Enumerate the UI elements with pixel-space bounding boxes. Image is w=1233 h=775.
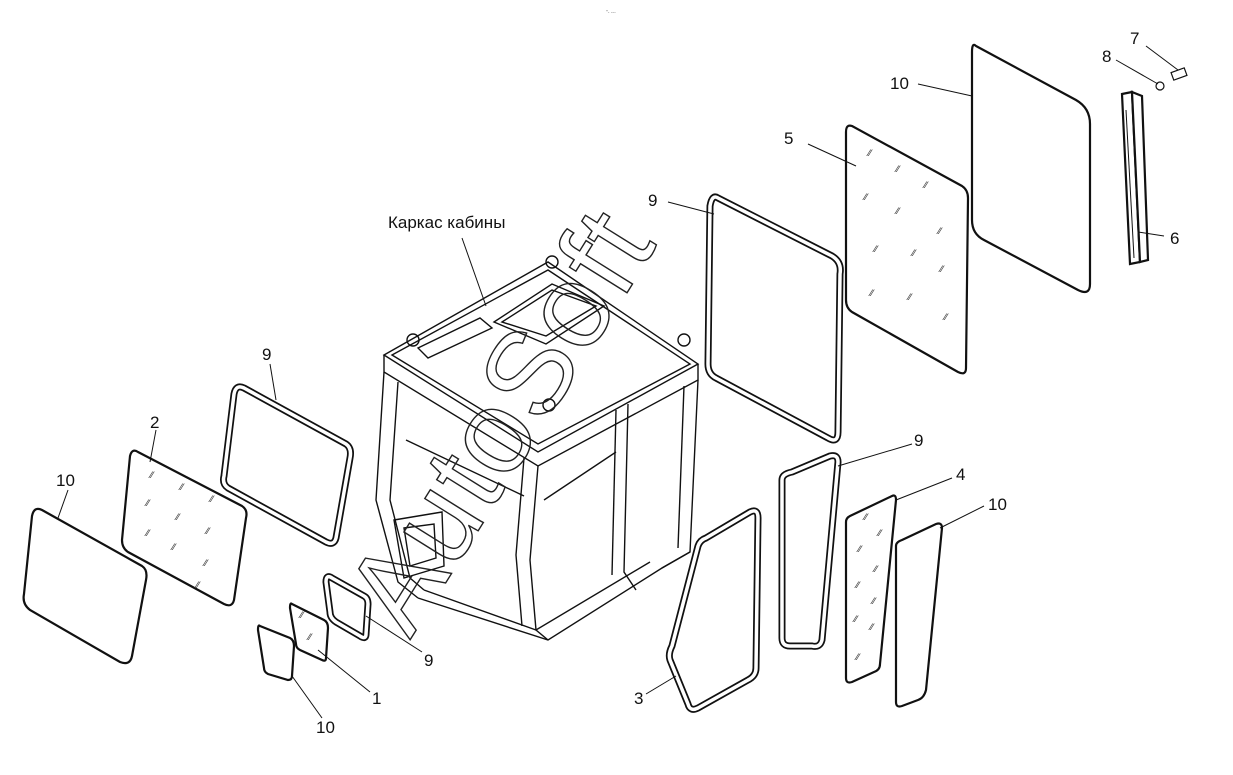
svg-text:⁄⁄: ⁄⁄ [876,529,884,539]
svg-text:⁄⁄: ⁄⁄ [906,293,914,303]
label-10-left: 10 [56,471,75,490]
glass-10-top [970,43,1092,294]
svg-text:⁄⁄: ⁄⁄ [868,289,876,299]
svg-text:⁄⁄: ⁄⁄ [854,653,862,663]
svg-text:⁄⁄: ⁄⁄ [894,165,902,175]
seal-9-left [220,383,354,547]
label-4: 4 [956,465,965,484]
svg-text:⁄⁄: ⁄⁄ [170,543,178,553]
svg-text:⁄⁄: ⁄⁄ [942,313,950,323]
svg-text:⁄⁄: ⁄⁄ [306,633,314,643]
strip-6 [1120,90,1150,266]
cab-frame-label: Каркас кабины [388,213,505,232]
svg-text:⁄⁄: ⁄⁄ [174,513,182,523]
glass-10-small [256,624,296,682]
svg-text:⁄⁄: ⁄⁄ [894,207,902,217]
seal-9-top [704,193,844,444]
seal-9-small [322,573,372,642]
svg-text:⁄⁄: ⁄⁄ [938,265,946,275]
seal-3 [665,507,762,713]
svg-text:⁄⁄: ⁄⁄ [298,611,306,621]
label-8: 8 [1102,47,1111,66]
glass-1 [288,602,330,662]
glass-4 [844,494,898,684]
cab-frame [375,255,700,641]
svg-text:⁄⁄: ⁄⁄ [148,471,156,481]
label-9-mid: 9 [914,431,923,450]
leader-lines [57,45,1179,719]
label-9-left: 9 [262,345,271,364]
svg-text:⁄⁄: ⁄⁄ [144,499,152,509]
glass-5 [844,124,970,375]
svg-text:⁄⁄: ⁄⁄ [866,149,874,159]
svg-text:⁄⁄: ⁄⁄ [202,559,210,569]
svg-text:⁄⁄: ⁄⁄ [144,529,152,539]
watermark: AutoSoft [320,186,680,653]
glass-4-marks: ⁄⁄ ⁄⁄ ⁄⁄ ⁄⁄ ⁄⁄ ⁄⁄ ⁄⁄ ⁄⁄ ⁄⁄ [852,513,884,663]
svg-text:⁄⁄: ⁄⁄ [936,227,944,237]
svg-text:⁄⁄: ⁄⁄ [854,581,862,591]
label-5: 5 [784,129,793,148]
label-10-top: 10 [890,74,909,93]
svg-text:⁄⁄: ⁄⁄ [862,513,870,523]
seal-9-mid [778,452,842,650]
svg-text:⁄⁄: ⁄⁄ [862,193,870,203]
label-9-bottom: 9 [424,651,433,670]
svg-text:⁄⁄: ⁄⁄ [922,181,930,191]
svg-text:⁄⁄: ⁄⁄ [194,581,202,591]
header-mark: "- --- [606,10,616,16]
svg-text:⁄⁄: ⁄⁄ [856,545,864,555]
label-3: 3 [634,689,643,708]
label-2: 2 [150,413,159,432]
svg-text:⁄⁄: ⁄⁄ [910,249,918,259]
svg-text:⁄⁄: ⁄⁄ [204,527,212,537]
glass-10-right [894,522,944,708]
glass-2 [120,449,248,607]
svg-text:⁄⁄: ⁄⁄ [872,245,880,255]
bolt-7 [1170,67,1188,81]
label-6: 6 [1170,229,1179,248]
glass-2-marks: ⁄⁄ ⁄⁄ ⁄⁄ ⁄⁄ ⁄⁄ ⁄⁄ ⁄⁄ ⁄⁄ ⁄⁄ ⁄⁄ [144,471,216,591]
label-7: 7 [1130,29,1139,48]
label-9-top: 9 [648,191,657,210]
svg-text:⁄⁄: ⁄⁄ [868,623,876,633]
glass-10-left [22,507,148,665]
label-10-bottom: 10 [316,718,335,737]
label-1: 1 [372,689,381,708]
svg-text:⁄⁄: ⁄⁄ [178,483,186,493]
svg-text:⁄⁄: ⁄⁄ [208,495,216,505]
svg-text:⁄⁄: ⁄⁄ [852,615,860,625]
glass-5-marks: ⁄⁄ ⁄⁄ ⁄⁄ ⁄⁄ ⁄⁄ ⁄⁄ ⁄⁄ ⁄⁄ ⁄⁄ ⁄⁄ ⁄⁄ ⁄⁄ [862,149,950,323]
svg-text:⁄⁄: ⁄⁄ [872,565,880,575]
svg-text:⁄⁄: ⁄⁄ [870,597,878,607]
label-10-right: 10 [988,495,1007,514]
